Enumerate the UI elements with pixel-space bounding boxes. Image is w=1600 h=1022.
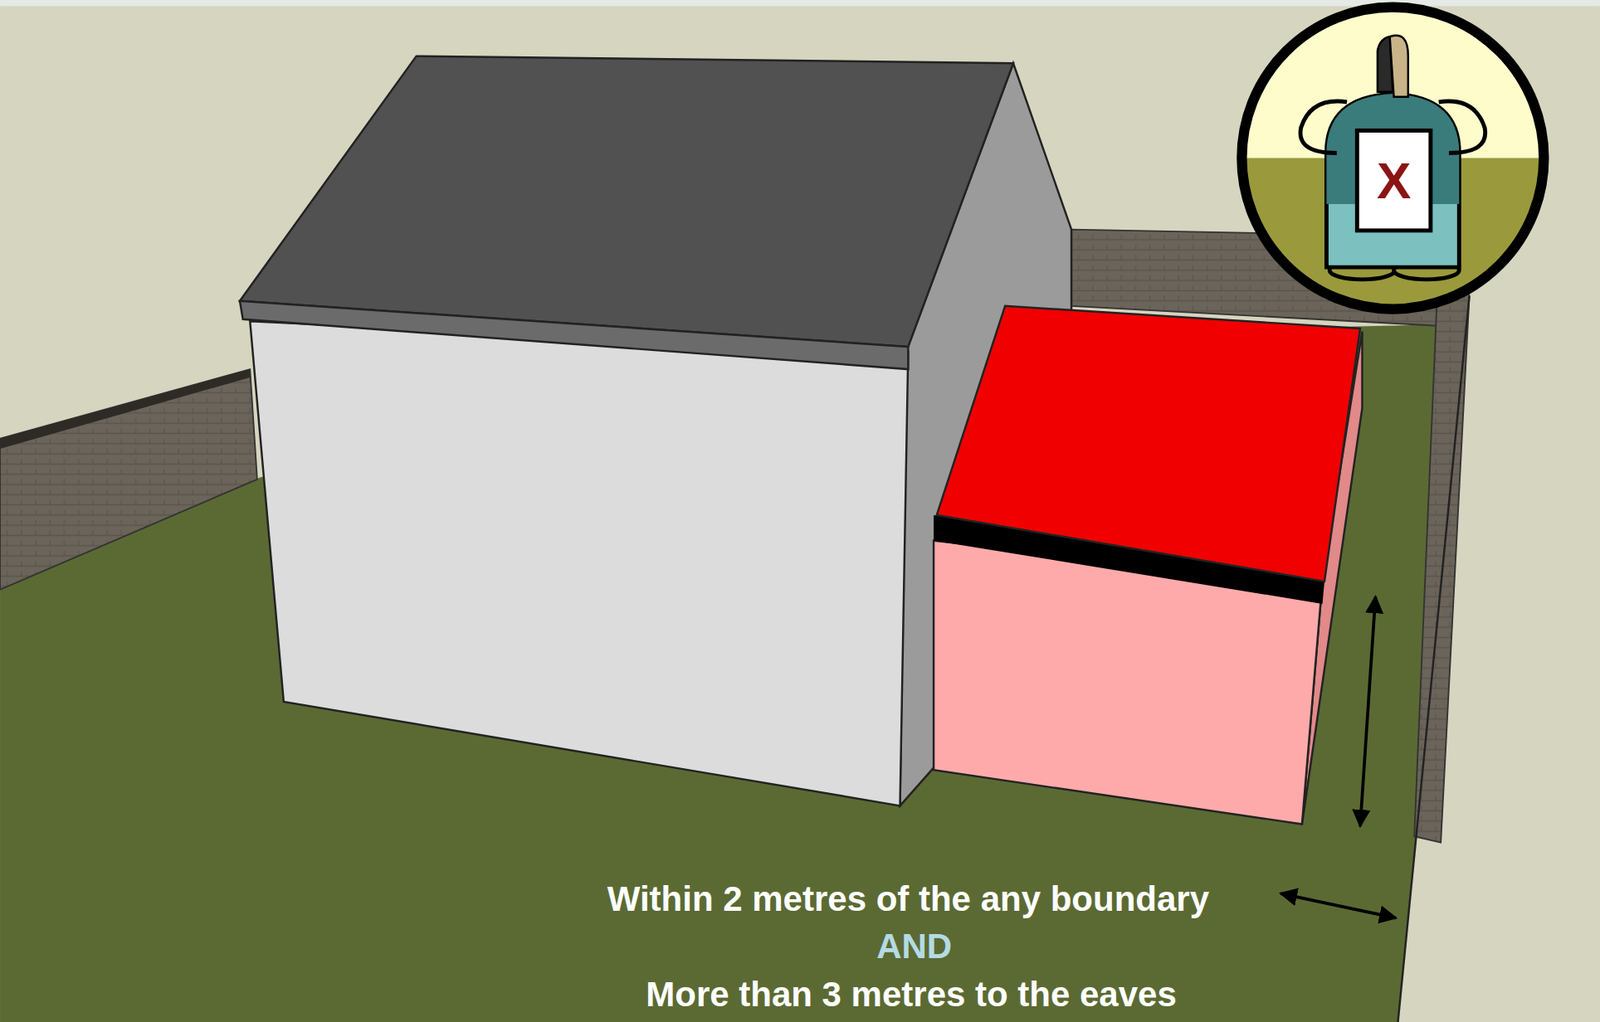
side-boundary-wall bbox=[1414, 236, 1469, 843]
sign-mark: X bbox=[1376, 152, 1411, 210]
condition-note: More than 3 metres to the eaves bbox=[645, 975, 1177, 1015]
refusal-icon bbox=[1239, 4, 1547, 312]
lawn bbox=[0, 297, 1470, 1022]
condition-note-holder: Within 2 metres of the any boundary bbox=[607, 880, 1210, 919]
condition-note-holder: More than 3 metres to the eaves bbox=[645, 975, 1177, 1015]
top-band bbox=[0, 0, 1600, 6]
left-boundary-wall bbox=[0, 369, 258, 591]
conjunction-note: AND bbox=[876, 927, 952, 966]
wall-coping bbox=[0, 369, 250, 449]
extension-roof bbox=[936, 306, 1361, 582]
boundary-line bbox=[1398, 296, 1470, 1022]
house-roof bbox=[239, 56, 1014, 347]
roof-fascia bbox=[239, 301, 908, 370]
conjunction-note-holder: AND bbox=[876, 927, 952, 966]
distance-arrow bbox=[1280, 893, 1396, 919]
condition-note: Within 2 metres of the any boundary bbox=[607, 880, 1210, 919]
house-wall bbox=[249, 321, 908, 806]
sign-mark-holder: X bbox=[1376, 152, 1411, 210]
height-arrow bbox=[1360, 596, 1376, 827]
